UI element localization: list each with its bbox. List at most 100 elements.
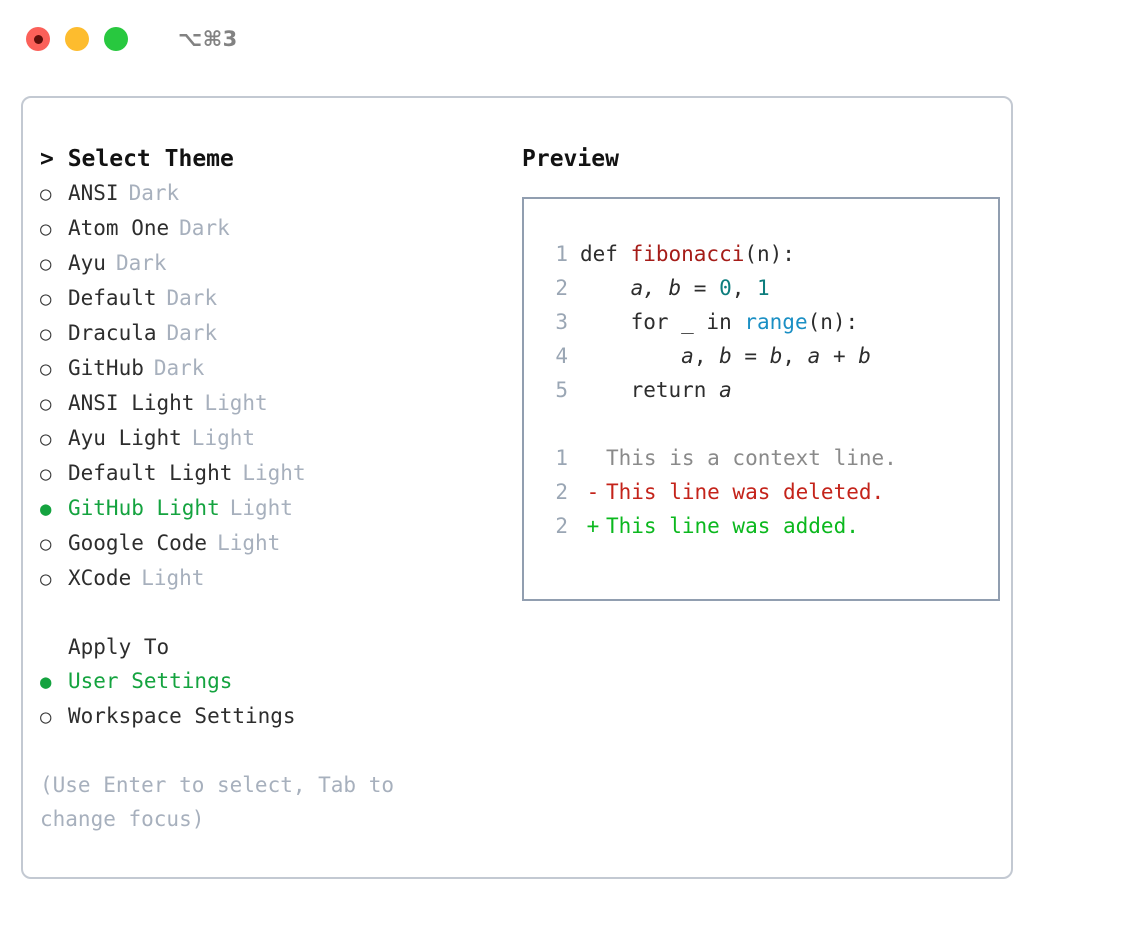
code-token: a xyxy=(681,344,694,368)
code-text: def fibonacci(n): xyxy=(580,237,795,271)
line-number: 1 xyxy=(555,242,568,266)
code-token: b xyxy=(858,344,871,368)
diff-marker xyxy=(580,441,606,475)
radio-unselected-icon: ○ xyxy=(40,463,52,485)
code-token: fibonacci xyxy=(630,242,745,266)
window-controls xyxy=(26,27,128,51)
apply-to-header: ○ Apply To xyxy=(40,630,502,664)
code-token: = xyxy=(681,276,720,300)
code-token: (n): xyxy=(744,242,795,266)
code-token: 0 xyxy=(719,276,732,300)
keyboard-shortcut-label: ⌥⌘3 xyxy=(178,27,238,51)
line-number: 4 xyxy=(555,344,568,368)
apply-to-header-label: Apply To xyxy=(68,635,170,659)
radio-unselected-icon: ○ xyxy=(40,253,52,275)
code-token: a xyxy=(719,378,732,402)
code-token: = xyxy=(731,344,770,368)
apply-to-option[interactable]: ○ Workspace Settings xyxy=(40,699,502,734)
code-token: (n): xyxy=(807,310,859,334)
theme-option-label: Ayu xyxy=(68,251,106,275)
theme-option-tag: Light xyxy=(141,566,205,590)
apply-to-option-label: User Settings xyxy=(68,669,233,693)
minimize-button[interactable] xyxy=(65,27,89,51)
code-line: 2 a, b = 0, 1 xyxy=(542,271,998,305)
apply-to-option[interactable]: ●User Settings xyxy=(40,664,502,699)
code-token: a xyxy=(807,344,821,368)
theme-option[interactable]: ○ Ayu Light Light xyxy=(40,421,502,456)
code-line: 1 def fibonacci(n): xyxy=(542,237,998,271)
theme-option-label: GitHub xyxy=(68,356,144,380)
code-token: , xyxy=(731,276,758,300)
preview-header: Preview xyxy=(522,146,619,172)
keyboard-hint: (Use Enter to select, Tab to change focu… xyxy=(40,773,407,831)
code-text: a, b = 0, 1 xyxy=(580,271,770,305)
theme-option-label: ANSI Light xyxy=(68,391,195,415)
code-line: 3 for _ in range(n): xyxy=(542,305,998,339)
radio-unselected-icon: ○ xyxy=(40,323,52,345)
code-line: 4 a, b = b, a + b xyxy=(542,339,998,373)
code-text: for _ in range(n): xyxy=(580,305,859,339)
radio-unselected-icon: ○ xyxy=(40,533,52,555)
close-button[interactable] xyxy=(26,27,50,51)
line-number: 3 xyxy=(555,310,568,334)
line-number: 2 xyxy=(555,514,568,538)
theme-option-label: ANSI xyxy=(68,181,119,205)
radio-unselected-icon: ○ xyxy=(40,183,52,205)
theme-option-label: Google Code xyxy=(68,531,208,555)
theme-option-tag: Light xyxy=(191,426,256,450)
radio-selected-icon: ● xyxy=(40,498,52,520)
line-number: 5 xyxy=(555,378,568,402)
line-number: 2 xyxy=(555,276,568,300)
diff-text: This line was deleted. xyxy=(606,480,885,504)
theme-option-tag: Dark xyxy=(166,321,218,345)
maximize-button[interactable] xyxy=(104,27,128,51)
theme-option-tag: Dark xyxy=(166,286,218,310)
title-bar: ⌥⌘3 xyxy=(0,0,1140,78)
code-token xyxy=(580,276,631,300)
radio-unselected-icon: ○ xyxy=(40,706,52,728)
radio-unselected-icon: ○ xyxy=(40,288,52,310)
theme-option-label: Dracula xyxy=(68,321,157,345)
theme-option-label: Default Light xyxy=(68,461,233,485)
theme-list-header: > Select Theme xyxy=(40,146,234,172)
diff-sample: 1 This is a context line. 2-This line was… xyxy=(542,441,998,543)
theme-option-tag: Dark xyxy=(153,356,205,380)
apply-to-list[interactable]: ●User Settings ○ Workspace Settings xyxy=(40,664,502,734)
theme-option-tag: Light xyxy=(242,461,306,485)
diff-text: This is a context line. xyxy=(606,446,897,470)
code-line: 5 return a xyxy=(542,373,998,407)
diff-line: 2+This line was added. xyxy=(542,509,998,543)
code-text: a, b = b, a + b xyxy=(580,339,871,373)
radio-unselected-icon: ○ xyxy=(40,358,52,380)
code-token xyxy=(580,344,681,368)
theme-option-label: Ayu Light xyxy=(68,426,182,450)
theme-option[interactable]: ○ Default Light Light xyxy=(40,456,502,491)
radio-unselected-icon: ○ xyxy=(40,428,52,450)
apply-to-option-label: Workspace Settings xyxy=(68,704,296,728)
radio-unselected-icon: ○ xyxy=(40,393,52,415)
theme-option[interactable]: ○ GitHub Dark xyxy=(40,351,502,386)
theme-option[interactable]: ○ Default Dark xyxy=(40,281,502,316)
theme-option[interactable]: ○ Dracula Dark xyxy=(40,316,502,351)
line-number: 1 xyxy=(555,446,568,470)
code-token: for _ in xyxy=(580,310,745,334)
code-token: return xyxy=(580,378,720,402)
diff-line: 2-This line was deleted. xyxy=(542,475,998,509)
theme-option-label: Default xyxy=(68,286,157,310)
theme-option-tag: Dark xyxy=(179,216,230,240)
theme-option-tag: Light xyxy=(229,496,293,520)
code-token: def xyxy=(580,242,631,266)
code-token: a, b xyxy=(630,276,682,300)
